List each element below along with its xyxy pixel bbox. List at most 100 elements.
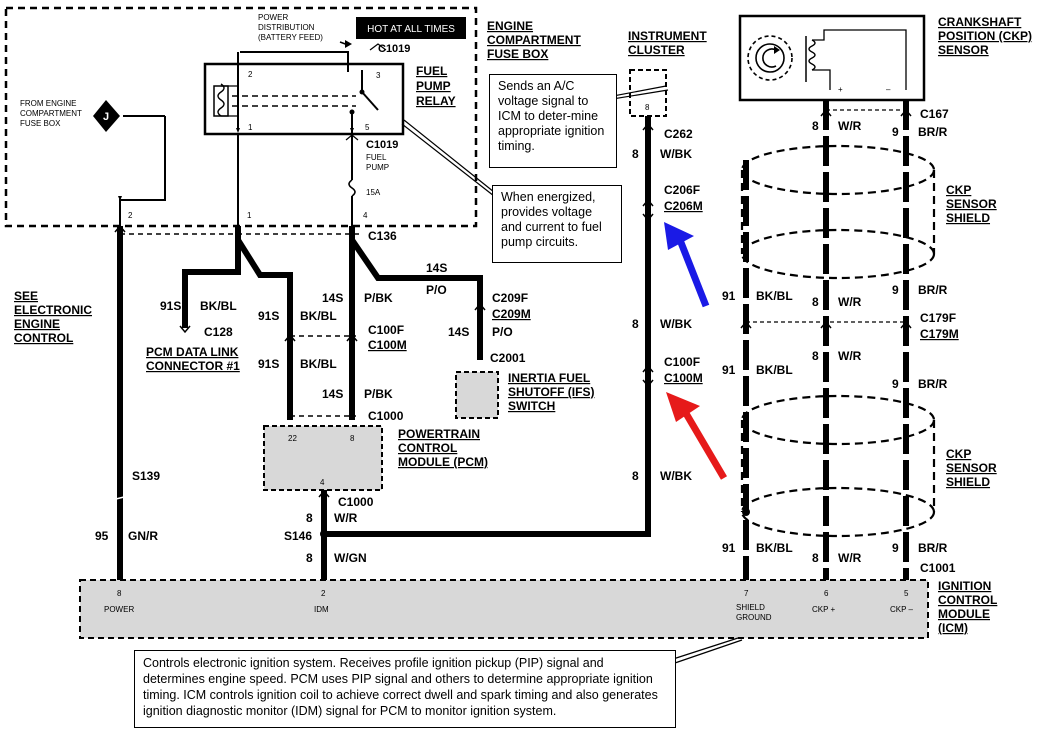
- svg-text:BK/BL: BK/BL: [756, 541, 793, 555]
- svg-text:S139: S139: [132, 469, 160, 483]
- ckp-sensor-box: [738, 14, 926, 102]
- svg-text:14S: 14S: [426, 261, 447, 275]
- wire-91s-bkbl: [182, 226, 241, 328]
- svg-text:8: 8: [645, 103, 650, 112]
- svg-text:9: 9: [892, 125, 899, 139]
- svg-text:91: 91: [722, 363, 736, 377]
- c167: C167: [920, 107, 949, 121]
- svg-text:9: 9: [892, 541, 899, 555]
- svg-text:8: 8: [117, 589, 122, 598]
- svg-text:14S: 14S: [322, 291, 343, 305]
- svg-text:2: 2: [128, 211, 133, 220]
- svg-text:91S: 91S: [258, 357, 279, 371]
- svg-text:95: 95: [95, 529, 109, 543]
- svg-text:BK/BL: BK/BL: [200, 299, 237, 313]
- svg-text:P/O: P/O: [492, 325, 513, 339]
- c100f-right: C100F: [664, 355, 700, 369]
- svg-text:IDM: IDM: [314, 605, 329, 614]
- red-arrow: [666, 392, 728, 480]
- svg-text:91S: 91S: [160, 299, 181, 313]
- svg-text:8: 8: [632, 317, 639, 331]
- svg-text:BK/BL: BK/BL: [300, 357, 337, 371]
- svg-text:1: 1: [247, 211, 252, 220]
- svg-text:8: 8: [632, 147, 639, 161]
- svg-text:4: 4: [363, 211, 368, 220]
- svg-text:W/R: W/R: [838, 295, 862, 309]
- c100f-left: C100F: [368, 323, 404, 337]
- c1019-mid: C1019: [366, 139, 398, 151]
- c206f: C206F: [664, 183, 700, 197]
- svg-text:8: 8: [306, 551, 313, 565]
- svg-text:CKP +: CKP +: [812, 605, 836, 614]
- relay-energized-callout: When energized, provides voltage and cur…: [492, 185, 622, 263]
- svg-text:POWER: POWER: [104, 605, 134, 614]
- svg-text:91: 91: [722, 541, 736, 555]
- hot-at-all-times: HOT AT ALL TIMES: [367, 24, 455, 35]
- svg-text:2: 2: [321, 589, 326, 598]
- svg-text:5: 5: [904, 589, 909, 598]
- c136: C136: [368, 229, 397, 243]
- ac-signal-callout: Sends an A/C voltage signal to ICM to de…: [489, 74, 617, 168]
- svg-text:P/BK: P/BK: [364, 291, 393, 305]
- svg-text:BR/R: BR/R: [918, 541, 948, 555]
- gear-icon: [747, 35, 793, 81]
- c2001: C2001: [490, 351, 526, 365]
- fuse-rating: 15A: [366, 188, 381, 197]
- svg-text:GN/R: GN/R: [128, 529, 158, 543]
- svg-text:4: 4: [320, 478, 325, 487]
- c262: C262: [664, 127, 693, 141]
- svg-text:J: J: [103, 111, 109, 123]
- wire-8-wbk: [324, 116, 651, 537]
- svg-text:BR/R: BR/R: [918, 125, 948, 139]
- svg-text:14S: 14S: [448, 325, 469, 339]
- c128: C128: [204, 325, 233, 339]
- svg-text:W/R: W/R: [838, 119, 862, 133]
- svg-text:8: 8: [632, 469, 639, 483]
- svg-text:22: 22: [288, 434, 297, 443]
- c206m: C206M: [664, 199, 703, 213]
- c1001: C1001: [920, 561, 956, 575]
- svg-text:8: 8: [350, 434, 355, 443]
- svg-text:W/BK: W/BK: [660, 317, 692, 331]
- relay-pin-3: 3: [376, 71, 381, 80]
- c179m: C179M: [920, 327, 959, 341]
- fuel-pump-relay-box: [203, 62, 405, 136]
- connector-j-icon: [93, 100, 120, 132]
- svg-text:BR/R: BR/R: [918, 283, 948, 297]
- svg-text:W/BK: W/BK: [660, 469, 692, 483]
- c100m-right: C100M: [664, 371, 703, 385]
- svg-text:9: 9: [892, 283, 899, 297]
- svg-text:P/O: P/O: [426, 283, 447, 297]
- relay-pin-2: 2: [248, 70, 253, 79]
- svg-text:6: 6: [824, 589, 829, 598]
- svg-text:BR/R: BR/R: [918, 377, 948, 391]
- svg-text:W/R: W/R: [334, 511, 358, 525]
- battery-feed-wire: [240, 51, 349, 72]
- svg-text:91S: 91S: [258, 309, 279, 323]
- svg-text:S146: S146: [284, 529, 312, 543]
- relay-pin-1: 1: [248, 123, 253, 132]
- svg-text:W/BK: W/BK: [660, 147, 692, 161]
- svg-text:C1000: C1000: [338, 495, 374, 509]
- svg-text:BK/BL: BK/BL: [300, 309, 337, 323]
- c209m: C209M: [492, 307, 531, 321]
- splice-s139: [117, 475, 123, 481]
- svg-text:9: 9: [892, 377, 899, 391]
- svg-text:8: 8: [812, 119, 819, 133]
- fuse-box-outline: [4, 6, 478, 228]
- svg-text:8: 8: [812, 349, 819, 363]
- svg-text:7: 7: [744, 589, 749, 598]
- svg-text:BK/BL: BK/BL: [756, 363, 793, 377]
- svg-text:14S: 14S: [322, 387, 343, 401]
